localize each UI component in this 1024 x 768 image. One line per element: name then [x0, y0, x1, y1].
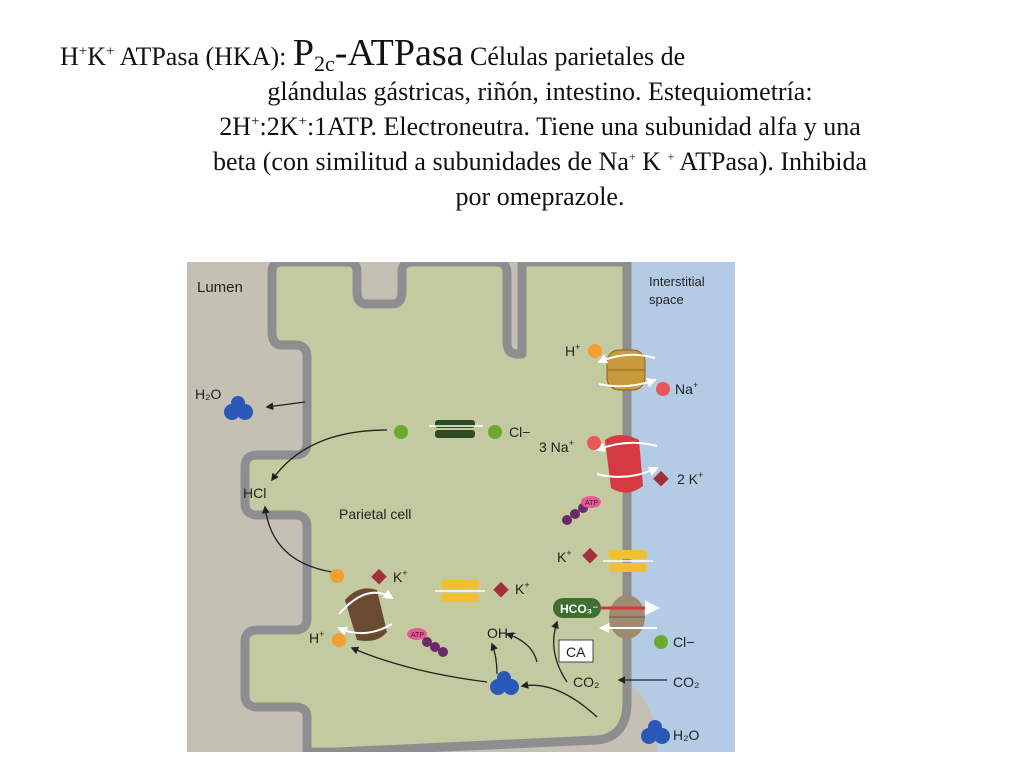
title-line-3: 2H+:2K+:1ATP. Electroneutra. Tiene una s… [219, 112, 861, 141]
water-molecule-left-icon [224, 396, 253, 420]
proton-cell-icon [332, 633, 346, 647]
cl-hco3-exchanger-icon [599, 595, 660, 639]
na3-label: 3 Na+ [539, 438, 574, 455]
k2-label: 2 K+ [677, 470, 703, 487]
title-line-5: por omeprazole. [455, 182, 625, 211]
proton-lumen-icon [330, 569, 344, 583]
chloride-ion-cell-icon [488, 425, 502, 439]
oh-label: OH− [487, 625, 516, 641]
svg-text:ATP: ATP [585, 500, 598, 507]
carbonic-anhydrase-box [558, 639, 594, 663]
h2o-bottom-label: H₂O [673, 727, 700, 743]
interstitial-label-2: space [649, 292, 684, 307]
co2-to-hco3-arrow [551, 620, 568, 683]
oh-to-hco3-arrow [505, 632, 538, 663]
co2-inside-label: CO₂ [573, 674, 599, 690]
na-right-label: Na+ [675, 380, 698, 397]
water-arrow [265, 401, 306, 411]
parietal-cell-body [240, 262, 632, 752]
atp-basolateral-icon: ATP [562, 496, 601, 525]
hco3-badge [553, 598, 601, 618]
chloride-to-hcl-arrow [271, 429, 388, 482]
interstitial-region [517, 262, 735, 752]
na-k-atpase-icon [595, 435, 659, 493]
parietal-cell-label: Parietal cell [339, 506, 411, 522]
h-right-label: H+ [565, 342, 580, 359]
k-right-label: K+ [557, 548, 572, 565]
hco3-label: HCO₃⁻ [560, 602, 599, 616]
k-apical-right-label: K+ [515, 580, 530, 597]
h2o-left-label: H₂O [195, 386, 222, 402]
cl-channel-label: Cl− [509, 424, 530, 440]
water-to-oh-arrow [490, 642, 498, 675]
title-line-4: beta (con similitud a subunidades de Na+… [212, 147, 868, 176]
water-entry-arrow [520, 681, 598, 718]
interstitial-label-1: Interstitial [649, 274, 705, 289]
cl-channel-icon [429, 420, 483, 438]
proton-to-hcl-arrow [261, 505, 333, 573]
slide-title: H+K+ ATPasa (HKA): P2c-ATPasa Células pa… [60, 34, 980, 214]
co2-outside-label: CO₂ [673, 674, 699, 690]
title-line-2: glándulas gástricas, riñón, intestino. E… [267, 77, 813, 106]
k-apical-left-label: K+ [393, 568, 408, 585]
cl-right-label: Cl− [673, 634, 694, 650]
sodium-ion-right-icon [656, 382, 670, 396]
chloride-ion-right-icon [654, 635, 668, 649]
parietal-cell-diagram: Lumen Interstitial space Parietal cell H… [187, 262, 735, 752]
svg-text:ATP: ATP [411, 632, 424, 639]
water-molecule-bottom-icon [641, 720, 670, 744]
hcl-label: HCl [243, 485, 266, 501]
k-channel-apical-icon [435, 580, 485, 602]
sodium-ion-cell-icon [587, 436, 601, 450]
h-left-label: H+ [309, 629, 324, 646]
chloride-ion-lumen-icon [394, 425, 408, 439]
ca-label: CA [566, 644, 586, 660]
potassium-ion-2k-icon [653, 470, 669, 487]
atp-apical-icon: ATP [407, 628, 448, 657]
water-to-proton-arrow [350, 646, 488, 683]
water-molecule-cell-icon [490, 671, 519, 695]
na-h-exchanger-icon [597, 349, 657, 391]
lumen-label: Lumen [197, 279, 243, 296]
h-k-atpase-icon [337, 588, 394, 641]
proton-basolateral-icon [588, 344, 602, 358]
k-channel-basolateral-icon [603, 550, 653, 572]
